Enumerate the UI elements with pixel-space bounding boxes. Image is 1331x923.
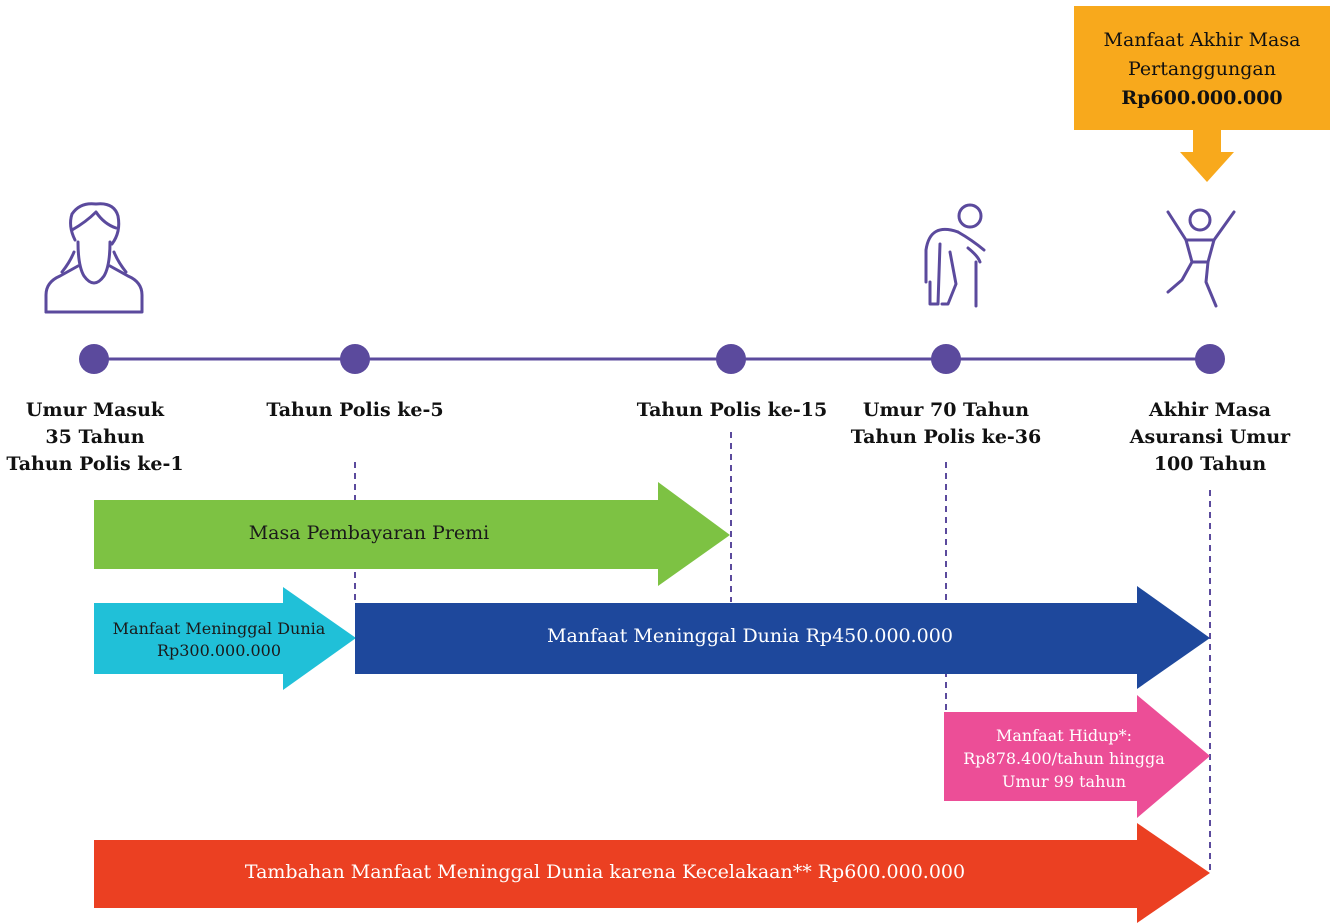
milestone-line: 100 Tahun	[1153, 453, 1267, 475]
milestone-line: Tahun Polis ke-5	[266, 399, 444, 421]
milestone-line: 35 Tahun	[45, 426, 145, 448]
timeline-dot	[1195, 344, 1225, 374]
early-death-benefit-line: Manfaat Meninggal Dunia	[112, 619, 326, 638]
person-icon	[44, 202, 144, 314]
callout-line: Manfaat Akhir Masa	[1103, 29, 1301, 51]
milestone-line: Umur 70 Tahun	[862, 399, 1030, 421]
timeline-dot	[340, 344, 370, 374]
milestone-end-of-coverage: Akhir Masa Asuransi Umur 100 Tahun	[1110, 397, 1310, 478]
milestone-line: Tahun Polis ke-36	[850, 426, 1042, 448]
milestone-line: Tahun Polis ke-15	[636, 399, 828, 421]
early-death-benefit-arrow	[94, 587, 356, 690]
death-benefit-label: Manfaat Meninggal Dunia Rp450.000.000	[547, 625, 953, 647]
maturity-benefit-callout: Manfaat Akhir Masa Pertanggungan Rp600.0…	[1074, 6, 1330, 130]
premium-period-label: Masa Pembayaran Premi	[248, 522, 490, 544]
celebrating-person-icon	[1166, 208, 1236, 308]
living-benefit-line: Manfaat Hidup*:	[996, 726, 1132, 745]
milestone-line: Tahun Polis ke-1	[6, 453, 184, 475]
elderly-person-icon	[924, 203, 986, 308]
early-death-benefit-label: Manfaat Meninggal Dunia Rp300.000.000	[94, 618, 344, 662]
milestone-line: Umur Masuk	[25, 399, 165, 421]
premium-period-arrow	[94, 482, 730, 586]
accident-benefit-arrow	[94, 823, 1210, 923]
accident-benefit-label: Tambahan Manfaat Meninggal Dunia karena …	[244, 861, 966, 883]
milestone-entry-age: Umur Masuk 35 Tahun Tahun Polis ke-1	[0, 397, 190, 478]
living-benefit-label: Manfaat Hidup*: Rp878.400/tahun hingga U…	[944, 724, 1184, 793]
callout-down-arrow	[1180, 130, 1234, 182]
milestone-age-70: Umur 70 Tahun Tahun Polis ke-36	[836, 397, 1056, 451]
living-benefit-line: Umur 99 tahun	[1001, 772, 1127, 791]
callout-amount: Rp600.000.000	[1121, 87, 1283, 109]
maturity-benefit-text: Manfaat Akhir Masa Pertanggungan Rp600.0…	[1074, 26, 1330, 113]
timeline-dot	[931, 344, 961, 374]
death-benefit-arrow	[355, 586, 1210, 689]
milestone-line: Akhir Masa	[1149, 399, 1271, 421]
timeline-dot	[79, 344, 109, 374]
living-benefit-line: Rp878.400/tahun hingga	[963, 749, 1165, 768]
living-benefit-arrow	[944, 695, 1210, 818]
milestone-policy-year-15: Tahun Polis ke-15	[622, 397, 842, 424]
milestone-line: Asuransi Umur	[1129, 426, 1291, 448]
milestone-policy-year-5: Tahun Polis ke-5	[245, 397, 465, 424]
early-death-benefit-line: Rp300.000.000	[156, 641, 282, 660]
timeline-dot	[716, 344, 746, 374]
callout-line: Pertanggungan	[1128, 58, 1276, 80]
